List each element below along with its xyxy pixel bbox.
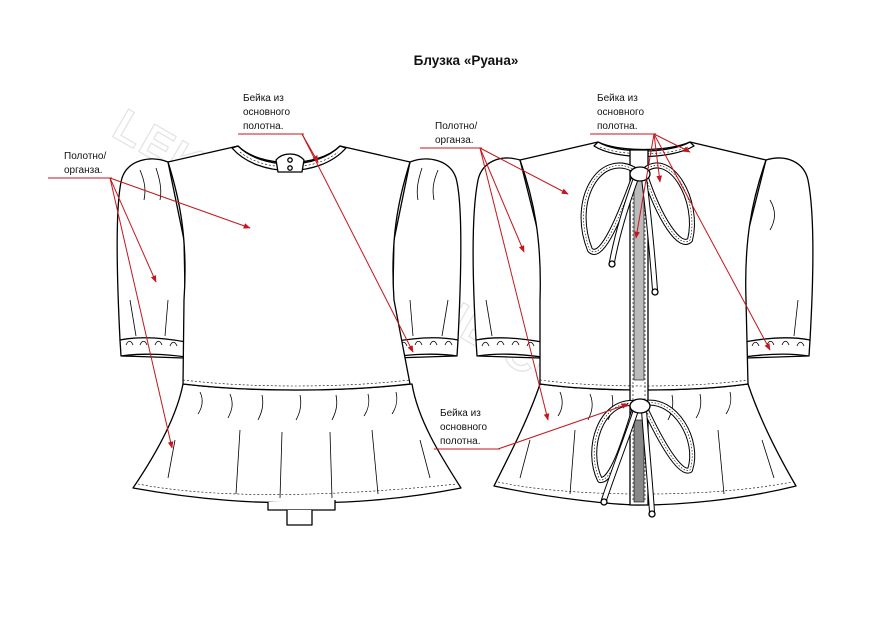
back-neck-binding [593,141,695,158]
callout-front-binding-line2: основного [243,107,290,118]
callout-front-fabric: Полотно/ органза. [48,151,251,449]
callout-front-binding-line1: Бейка из [243,93,284,104]
callout-back-fabric: Полотно/ органза. [420,121,569,421]
callout-back-binding-bottom-line3: полотна. [440,436,481,447]
upper-tie-bow [580,162,695,296]
callout-back-fabric-line1: Полотно/ [435,121,477,132]
callout-front-fabric-line1: Полотно/ [64,151,106,162]
callout-back-binding-bottom: Бейка из основного полотна. [434,403,629,450]
callout-back-binding-bottom-line1: Бейка из [440,408,481,419]
callout-back-binding-top-line1: Бейка из [597,93,638,104]
callout-back-binding-top: Бейка из основного полотна. [590,93,771,351]
callout-back-binding-top-line3: полотна. [597,121,638,132]
front-peplum [132,383,462,504]
callout-back-binding-bottom-line2: основного [440,422,487,433]
callout-front-binding-line3: полотна. [243,121,284,132]
callout-front-fabric-line2: органза. [64,165,103,176]
front-view [116,145,462,526]
callout-front-binding: Бейка из основного полотна. [238,93,414,353]
callout-back-binding-top-line2: основного [597,107,644,118]
front-peplum-gathers [167,391,431,499]
drawing-title: Блузка «Руана» [414,53,519,68]
back-view [472,141,814,518]
lower-tie-bow [591,398,696,518]
front-bodice [167,145,411,391]
callout-back-fabric-line2: органза. [435,135,474,146]
